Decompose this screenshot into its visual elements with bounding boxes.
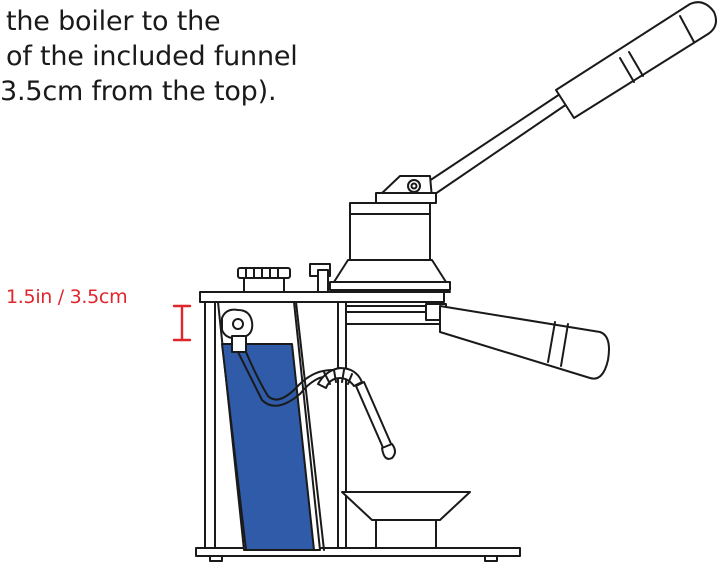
valve-knob (221, 308, 254, 353)
instruction-line-2: of the included funnel (6, 41, 298, 72)
steam-wand (237, 351, 396, 460)
instruction-text: the boiler to the of the included funnel… (0, 4, 372, 109)
drip-cup (341, 491, 471, 549)
fill-level-bracket (172, 304, 192, 342)
group-head (329, 202, 451, 293)
portafilter (345, 303, 610, 380)
instruction-line-3: 3.5cm from the top). (0, 76, 277, 107)
instruction-line-1: the boiler to the (6, 6, 221, 37)
boiler-cap (237, 263, 331, 293)
lever-arm (404, 1, 717, 208)
lever-pivot (375, 175, 437, 204)
fill-level-label: 1.5in / 3.5cm (6, 286, 128, 308)
